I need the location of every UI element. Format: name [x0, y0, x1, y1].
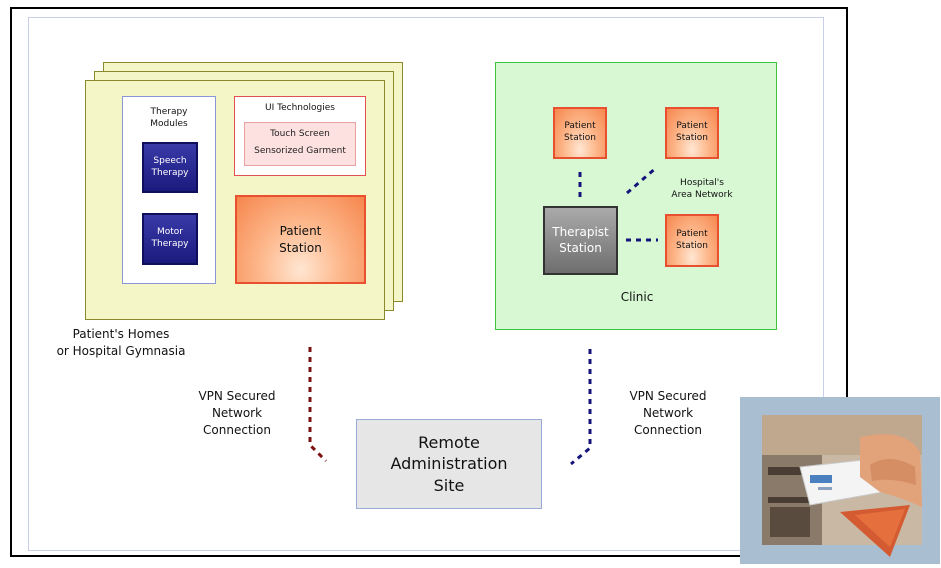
homes-caption: Patient's Homes or Hospital Gymnasia	[40, 326, 202, 360]
vpn-right-connector	[570, 349, 592, 466]
motor-therapy-line2: Therapy	[151, 239, 189, 249]
clinic-station-2-line2: Station	[676, 133, 708, 143]
clinic-station-1-line1: Patient	[564, 121, 596, 132]
therapist-station: Therapist Station	[543, 206, 618, 275]
clinic-patient-station-1: Patient Station	[553, 107, 607, 159]
clinic-station-3-line1: Patient	[676, 228, 708, 239]
vpn-left-connector	[308, 347, 328, 463]
sensorized-garment-item: Sensorized Garment	[254, 146, 346, 156]
remote-administration-site: Remote Administration Site	[356, 419, 542, 509]
therapist-station-line1: Therapist	[552, 224, 609, 239]
clinic-patient-station-2: Patient Station	[665, 107, 719, 159]
card-insert-photo	[740, 397, 940, 564]
ui-technologies-list: Touch Screen Sensorized Garment	[244, 122, 356, 166]
motor-therapy-module: Motor Therapy	[142, 213, 198, 265]
clinic-panel	[495, 62, 777, 330]
speech-therapy-line1: Speech	[153, 155, 187, 166]
home-patient-station: Patient Station	[235, 195, 366, 284]
vpn-left-line1: VPN Secured	[198, 389, 276, 403]
vpn-right-line2: Network	[642, 406, 694, 420]
clinic-caption: Clinic	[620, 290, 654, 304]
remote-line2: Administration	[390, 454, 508, 474]
vpn-left-label: VPN Secured Network Connection	[186, 388, 288, 439]
clinic-station-1-line2: Station	[564, 133, 596, 143]
ui-technologies-title: UI Technologies	[265, 103, 335, 113]
therapy-modules-title: Therapy Modules	[123, 106, 215, 130]
home-patient-station-line1: Patient	[279, 224, 322, 239]
therapist-station-line2: Station	[559, 240, 602, 255]
vpn-right-line1: VPN Secured	[629, 389, 707, 403]
therapy-modules-title-line2: Modules	[150, 119, 188, 129]
vpn-right-line3: Connection	[634, 423, 702, 437]
diagram-canvas	[28, 17, 824, 551]
vpn-left-line2: Network	[211, 406, 263, 420]
homes-caption-line2: or Hospital Gymnasia	[56, 344, 186, 358]
card-insert-illustration	[762, 415, 922, 557]
clinic-link-diagonal	[626, 165, 658, 195]
motor-therapy-line1: Motor	[156, 227, 183, 238]
remote-line3: Site	[433, 475, 465, 495]
area-network-label: Hospital's Area Network	[652, 177, 752, 201]
clinic-station-2-line1: Patient	[676, 121, 708, 132]
area-network-line1: Hospital's	[680, 178, 724, 188]
clinic-patient-station-3: Patient Station	[665, 214, 719, 267]
speech-therapy-line2: Therapy	[151, 167, 189, 178]
speech-therapy-module: Speech Therapy	[142, 142, 198, 193]
vpn-right-label: VPN Secured Network Connection	[617, 388, 719, 439]
vpn-left-line3: Connection	[203, 423, 271, 437]
remote-line1: Remote	[418, 432, 480, 452]
therapy-modules-title-line1: Therapy	[150, 107, 188, 117]
area-network-line2: Area Network	[671, 190, 733, 200]
clinic-station-3-line2: Station	[676, 240, 708, 251]
home-patient-station-line2: Station	[279, 240, 322, 255]
touch-screen-item: Touch Screen	[270, 129, 330, 139]
homes-caption-line1: Patient's Homes	[72, 327, 170, 341]
